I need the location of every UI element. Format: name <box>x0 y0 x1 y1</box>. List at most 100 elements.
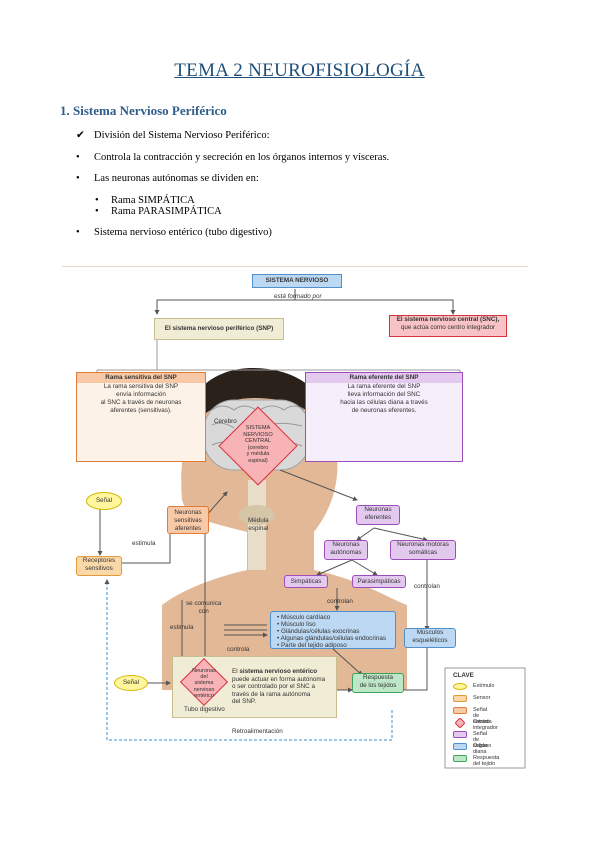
controls-single-label: controla <box>227 646 250 653</box>
nervous-system-diagram: SISTEMA NERVIOSO está formado por El sis… <box>62 270 528 770</box>
spinal-cord-label: Médula espinal <box>248 517 269 532</box>
an-line: autónomas <box>330 549 362 556</box>
target-line: • Parte del tejido adiposo <box>277 642 347 649</box>
legend-label: Señal de entrada <box>473 707 492 725</box>
bullet-item: • Sistema nervioso entérico (tubo digesti… <box>76 226 272 240</box>
sensory-neurons-box: Neuronas sensitivas aferentes <box>167 506 209 534</box>
ent-line: nervioso <box>193 686 215 693</box>
stimulates-label: estimula <box>132 540 156 547</box>
stimulus-oval: Señal <box>86 492 122 510</box>
legend-label: Estímulo <box>473 683 495 689</box>
parasympathetic-box: Parasimpáticas <box>352 575 406 588</box>
skeletal-muscle-box: Músculos esqueléticos <box>404 628 456 648</box>
gut-label: Tubo digestivo <box>184 706 225 713</box>
stimulates-left-label: estimula <box>170 624 194 631</box>
bullet-icon: • <box>95 195 99 206</box>
snc-title: El sistema nervioso central (SNC), <box>396 316 500 323</box>
sk-line: Músculos <box>416 629 444 636</box>
cns-line: CENTRAL <box>244 438 272 444</box>
tr-line: de los tejidos <box>359 682 397 689</box>
page-title: TEMA 2 NEUROFISIOLOGÍA <box>174 60 425 81</box>
en-line: Neuronas <box>364 506 392 513</box>
snp-box: El sistema nervioso periférico (SNP) <box>154 318 284 340</box>
receptors-line: sensitivos <box>85 565 113 572</box>
section-heading: 1. Sistema Nervioso Periférico <box>60 103 227 118</box>
legend-label: Señal de salida <box>473 731 488 749</box>
efferent-branch-box: Rama eferente del SNP La rama eferente d… <box>305 372 463 462</box>
target-line: • Músculo cardíaco <box>277 614 331 621</box>
divider <box>62 266 528 267</box>
cns-line: (cerebro <box>247 444 269 451</box>
legend-swatch <box>453 695 467 702</box>
legend-swatch <box>453 755 467 762</box>
comm-line: con <box>198 607 209 615</box>
cns-line: espinal) <box>248 457 268 464</box>
sensory-line: aferentes (sensitivas). <box>110 407 172 414</box>
ent-desc-bold: sistema nervioso entérico <box>239 668 318 675</box>
bullet-text: Controla la contracción y secreción en l… <box>94 152 390 163</box>
controls-label: controlan <box>327 598 353 605</box>
cns-line: NERVIOSO <box>243 431 273 438</box>
signal-oval-bottom: Señal <box>114 675 148 691</box>
top-box: SISTEMA NERVIOSO <box>252 274 342 288</box>
sensory-line: al SNC a través de neuronas <box>100 399 182 406</box>
somatic-motor-box: Neuronas motoras somáticas <box>390 540 456 560</box>
ent-line: entérico <box>194 692 214 699</box>
ent-desc-line: través de la rama autónoma <box>232 690 311 698</box>
bullet-icon: • <box>76 227 80 238</box>
sub-bullet-item: •Rama PARASIMPÁTICA <box>95 206 222 218</box>
legend-title: CLAVE <box>453 672 474 679</box>
cns-label: SISTEMA NERVIOSO CENTRAL (cerebro y médu… <box>232 425 284 464</box>
comm-line: se comunica <box>186 600 222 607</box>
ent-line: del <box>200 674 208 681</box>
bullet-item: • Las neuronas autónomas se dividen en: <box>76 172 259 186</box>
sympathetic-box: Simpáticas <box>284 575 328 588</box>
legend-label: Centro integrador <box>473 719 498 731</box>
efferent-branch-title: Rama eferente del SNP <box>306 373 462 383</box>
sensory-branch-title: Rama sensitiva del SNP <box>77 373 205 383</box>
sm-line: somáticas <box>408 549 438 556</box>
tissue-response-box: Respuesta de los tejidos <box>352 673 404 693</box>
checkmark-icon: ✔ <box>76 130 85 141</box>
ent-desc-pre: El <box>232 668 240 675</box>
target-line: • Músculo liso <box>277 621 316 628</box>
en-line: eferentes <box>364 514 392 521</box>
cns-line: SISTEMA <box>245 425 271 431</box>
tr-line: Respuesta <box>362 674 394 681</box>
sn-line: aferentes <box>174 525 202 532</box>
legend-label: Sensor <box>473 695 491 701</box>
target-organs-box: • Músculo cardíaco • Músculo liso • Glán… <box>270 611 396 649</box>
legend-label: Respuesta del tejido <box>473 755 500 767</box>
bullet-icon: • <box>76 173 80 184</box>
sub-bullet-item: •Rama SIMPÁTICA <box>95 195 195 207</box>
ent-desc-line: del SNP. <box>232 698 257 705</box>
bullet-text: Las neuronas autónomas se dividen en: <box>94 173 259 184</box>
bullet-text: Sistema nervioso entérico (tubo digestiv… <box>94 227 272 238</box>
spinal-line: espinal <box>248 524 269 532</box>
enteric-neurons-label: Neuronas del sistema nervioso entérico <box>182 668 226 699</box>
controls-right-label: controlan <box>414 583 440 590</box>
efferent-line: lleva información del SNC <box>347 391 421 398</box>
target-line: • Algunas glándulas/células endocrinas <box>277 635 386 642</box>
brain-label: Cerebro <box>214 418 237 425</box>
receptors-line: Receptores <box>82 557 116 564</box>
sk-line: esqueléticos <box>412 637 448 644</box>
sn-line: Neuronas <box>174 509 202 516</box>
sensory-line: La rama sensitiva del SNP <box>103 383 179 390</box>
efferent-line: La rama eferente del SNP <box>347 383 421 390</box>
target-line: • Glándulas/células exocrinas <box>277 628 360 635</box>
legend-swatch <box>453 743 467 750</box>
sn-line: sensitivas <box>174 517 202 524</box>
bullet-item: •Controla la contracción y secreción en … <box>76 151 389 165</box>
snc-box: El sistema nervioso central (SNC), que a… <box>389 315 507 337</box>
legend: Estímulo Sensor Señal de entrada Centro … <box>445 682 525 768</box>
legend-label: Órgano diana <box>473 743 492 755</box>
formed-by-label: está formado por <box>274 293 322 300</box>
sensory-line: envía información <box>116 391 166 398</box>
legend-swatch <box>453 683 467 690</box>
autonomic-neurons-box: Neuronas autónomas <box>324 540 368 560</box>
enteric-description: El sistema nervioso entérico puede actua… <box>232 668 336 706</box>
bullet-item: ✔División del Sistema Nervioso Periféric… <box>76 129 270 143</box>
ent-desc-line: o ser controlado por el SNC a <box>232 683 315 690</box>
legend-swatch <box>453 731 467 738</box>
